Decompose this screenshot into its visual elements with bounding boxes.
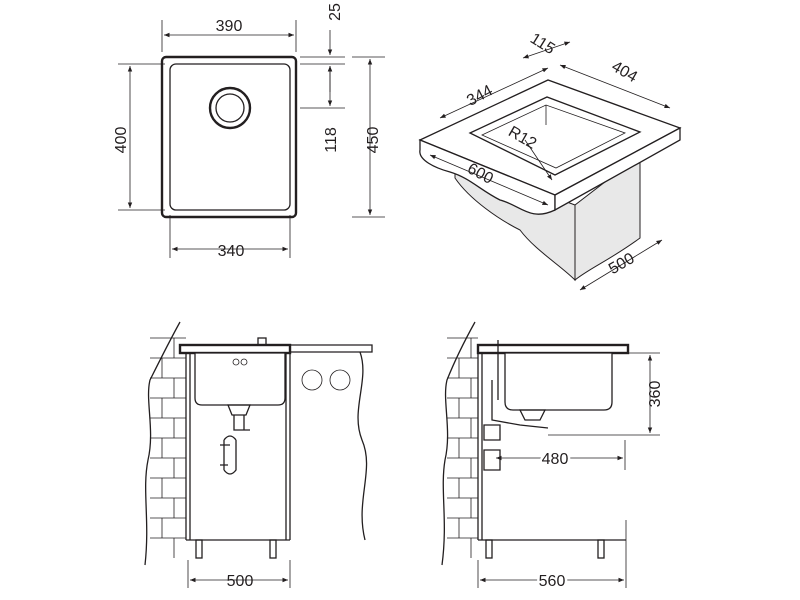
dim-label-390: 390 [216, 18, 243, 35]
outlet-circle-2 [329, 369, 351, 391]
overflow-pipe [491, 340, 549, 429]
dim-label-450: 450 [365, 127, 382, 154]
countertop-left [290, 344, 373, 353]
siphon-left [220, 404, 251, 475]
sink-bowl [169, 63, 291, 211]
brick-wall-left [150, 337, 186, 558]
countertop-right [476, 343, 630, 355]
dim-label-400: 400 [113, 127, 130, 154]
sink-basin-left [194, 352, 286, 406]
dim-label-480: 480 [542, 451, 569, 468]
dim-label-500-left: 500 [227, 573, 254, 590]
side-view-left: 500 [144, 321, 373, 590]
dim-label-360: 360 [647, 381, 664, 408]
sink-outer-rim [160, 55, 298, 219]
dim-label-404: 404 [608, 58, 640, 86]
top-view: 390 400 340 25 118 450 [113, 3, 385, 260]
dim-label-340: 340 [218, 243, 245, 260]
dim-label-560: 560 [539, 573, 566, 590]
isometric-view: 115 344 404 R12 600 500 [418, 30, 682, 291]
side-view-right: 360 480 560 [441, 321, 664, 593]
outlet-circle-1 [301, 369, 323, 391]
dim-label-344: 344 [464, 82, 496, 110]
drain-outer-icon [208, 86, 252, 130]
dim-label-25: 25 [327, 3, 344, 21]
countertop-edge-right [554, 126, 681, 212]
dim-label-118: 118 [323, 127, 340, 153]
siphon-right [483, 424, 501, 471]
sink-basin-right [504, 352, 613, 411]
countertop-front-left [178, 343, 292, 355]
brick-wall-right [447, 337, 478, 558]
drain-inner-icon [215, 93, 245, 123]
dim-label-115: 115 [527, 30, 558, 58]
